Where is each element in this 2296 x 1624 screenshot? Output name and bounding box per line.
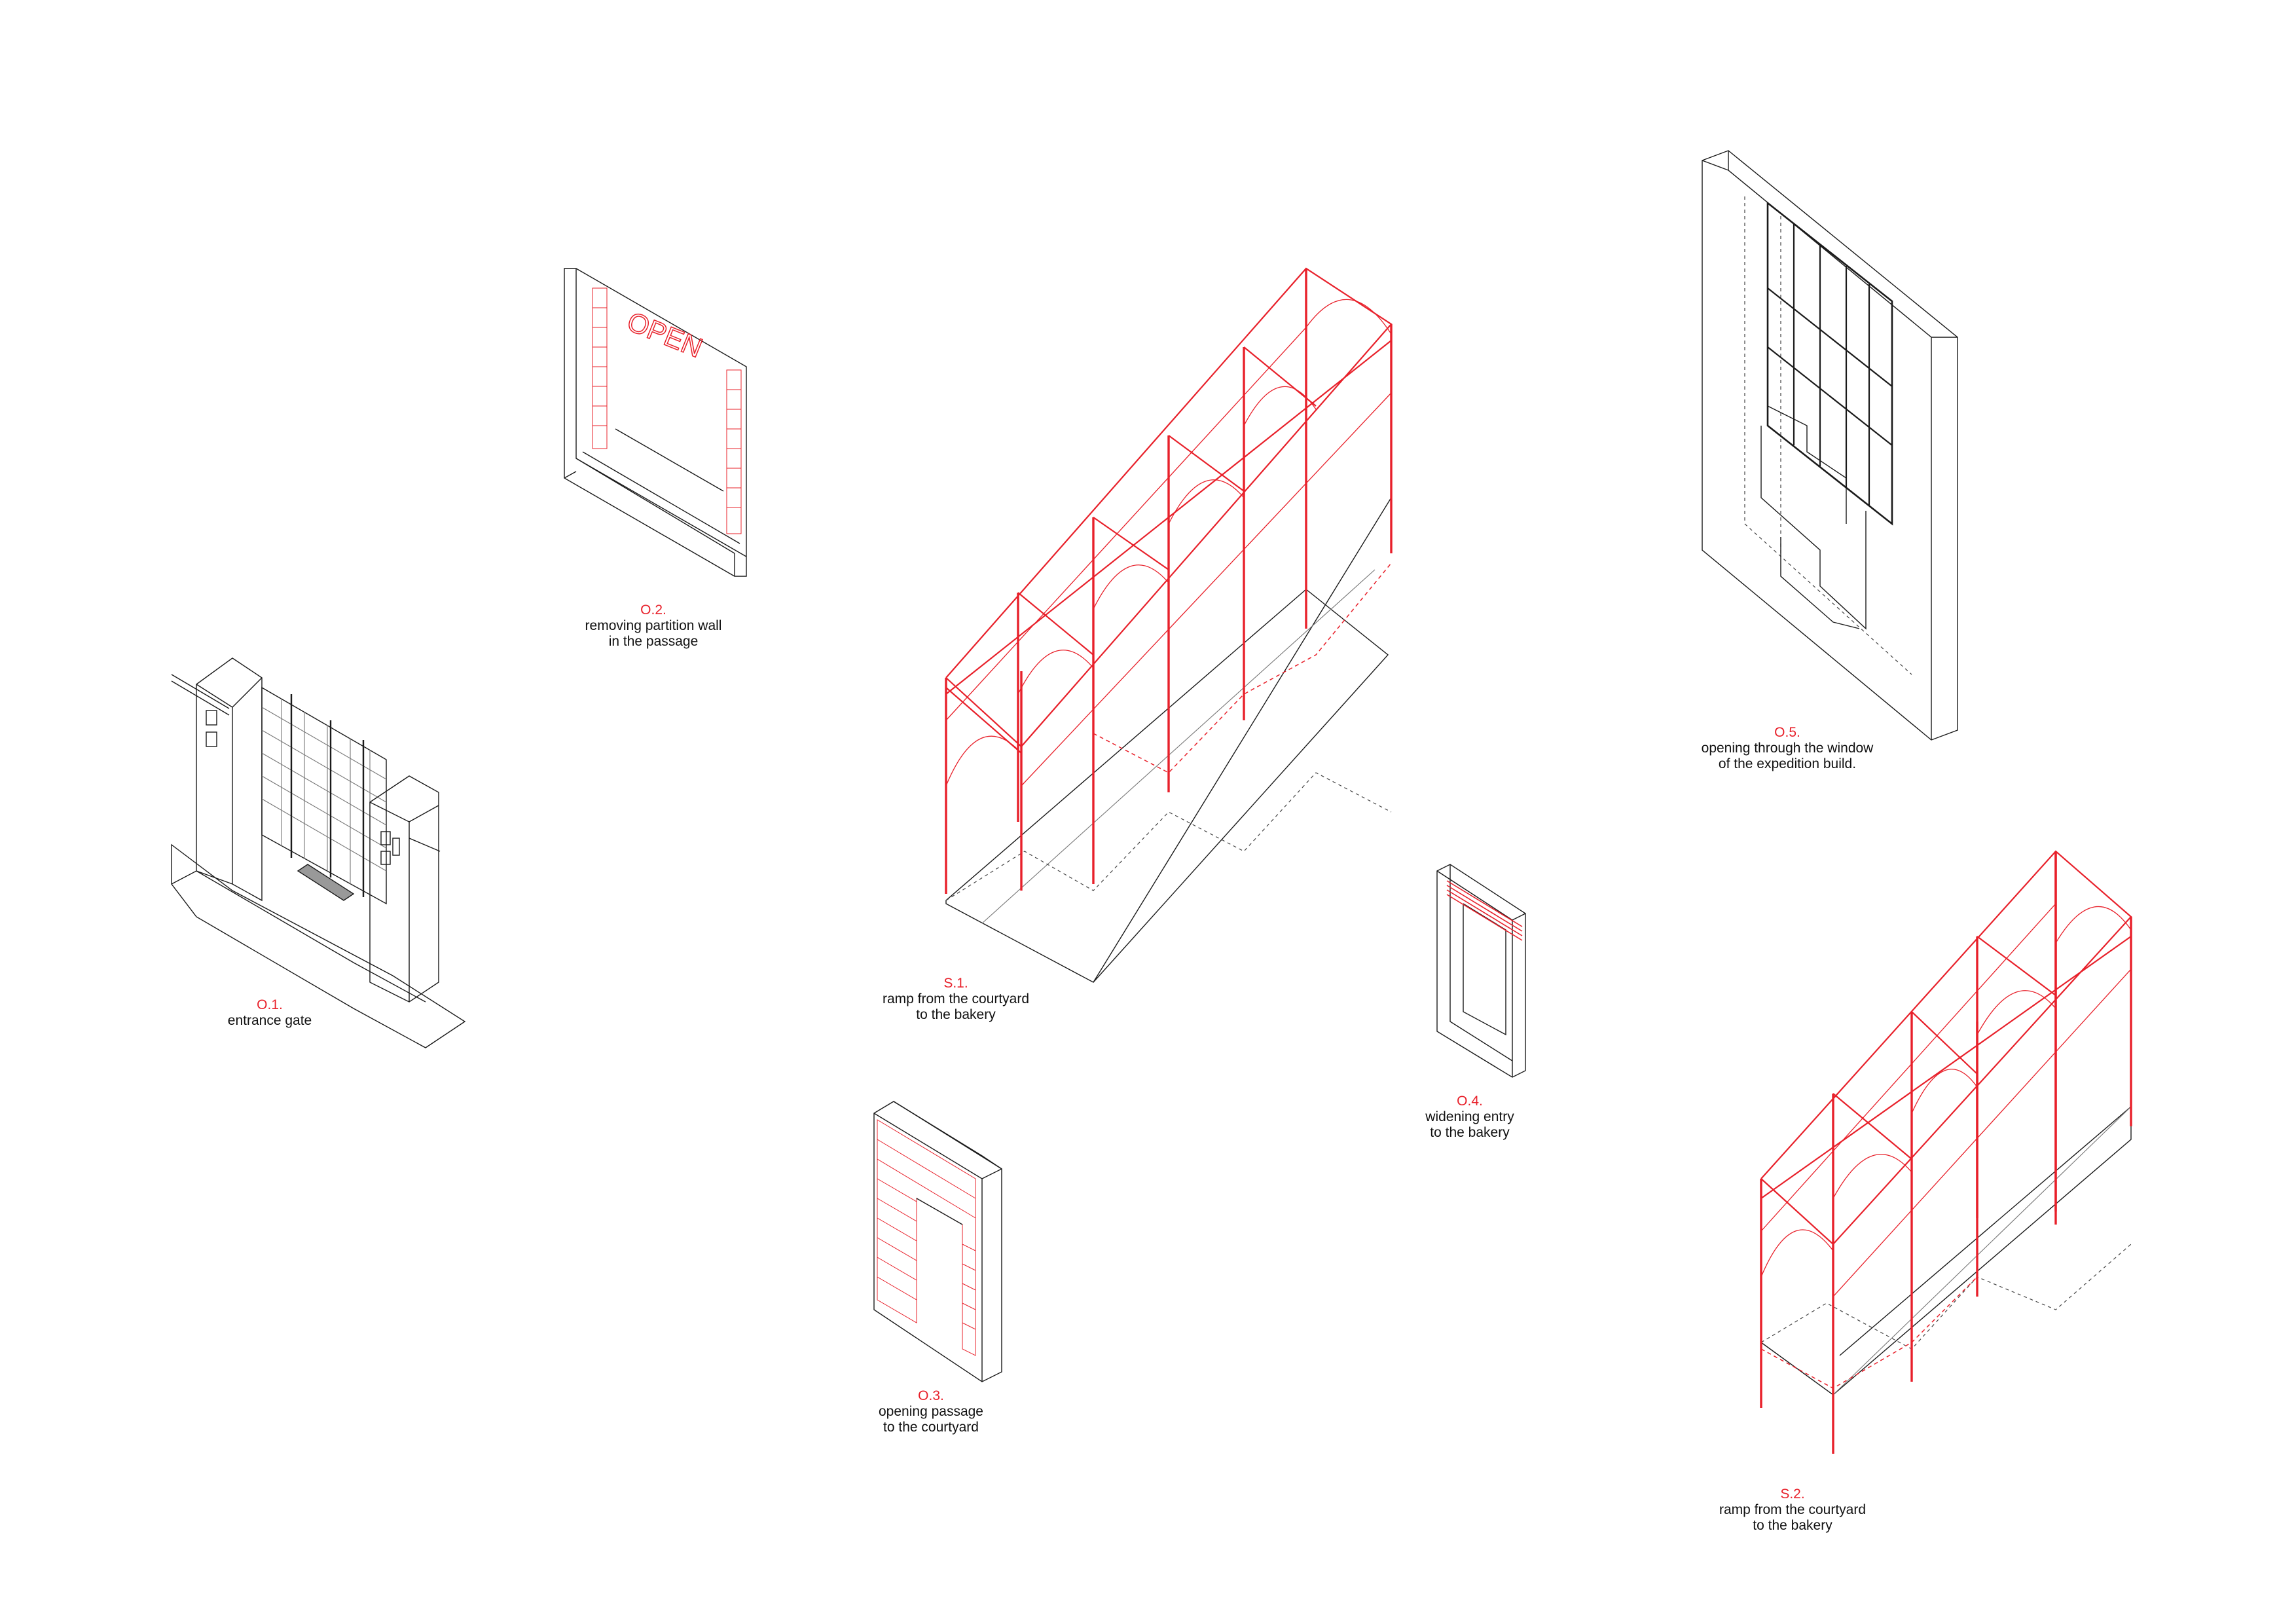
passage-opening-drawing: [873, 1101, 1002, 1382]
window-opening-drawing: [1702, 150, 1958, 741]
caption-line: to the bakery: [1430, 1125, 1510, 1140]
caption-code: O.3.: [918, 1388, 944, 1403]
caption-ramp-s2: S.2. ramp from the courtyard to the bake…: [1719, 1486, 1866, 1534]
caption-line: in the passage: [608, 634, 699, 649]
caption-widening-entry: O.4. widening entry to the bakery: [1425, 1094, 1514, 1141]
caption-code: S.1.: [943, 976, 968, 991]
caption-passage-opening: O.3. opening passage to the courtyard: [879, 1388, 983, 1435]
caption-line: to the bakery: [1753, 1518, 1832, 1533]
caption-line: widening entry: [1425, 1109, 1514, 1124]
caption-code: O.4.: [1457, 1094, 1483, 1109]
caption-partition-wall: O.2. removing partition wall in the pass…: [585, 602, 722, 650]
caption-line: to the courtyard: [883, 1420, 979, 1435]
caption-code: O.2.: [640, 602, 666, 618]
caption-window-opening: O.5. opening through the window of the e…: [1702, 725, 1874, 772]
caption-line: opening passage: [879, 1404, 983, 1419]
caption-line: removing partition wall: [585, 618, 722, 633]
partition-wall-drawing: OPEN: [564, 268, 747, 577]
open-sign: OPEN: [623, 306, 707, 363]
caption-line: to the bakery: [916, 1007, 996, 1022]
caption-ramp-s1: S.1. ramp from the courtyard to the bake…: [883, 976, 1029, 1023]
caption-line: ramp from the courtyard: [1719, 1502, 1867, 1517]
caption-line: of the expedition build.: [1718, 756, 1857, 771]
ramp-scaffold-s2-drawing: [1760, 850, 2132, 1454]
caption-entrance-gate: O.1. entrance gate: [228, 997, 312, 1029]
widening-entry-drawing: [1436, 864, 1526, 1078]
caption-code: S.2.: [1780, 1486, 1805, 1502]
caption-line: ramp from the courtyard: [882, 991, 1030, 1006]
entrance-gate-drawing: [171, 657, 466, 1048]
caption-line: entrance gate: [227, 1013, 312, 1028]
caption-line: opening through the window: [1701, 741, 1874, 756]
caption-code: O.5.: [1774, 725, 1800, 740]
ramp-scaffold-s1-drawing: [945, 267, 1393, 983]
caption-code: O.1.: [257, 997, 283, 1012]
